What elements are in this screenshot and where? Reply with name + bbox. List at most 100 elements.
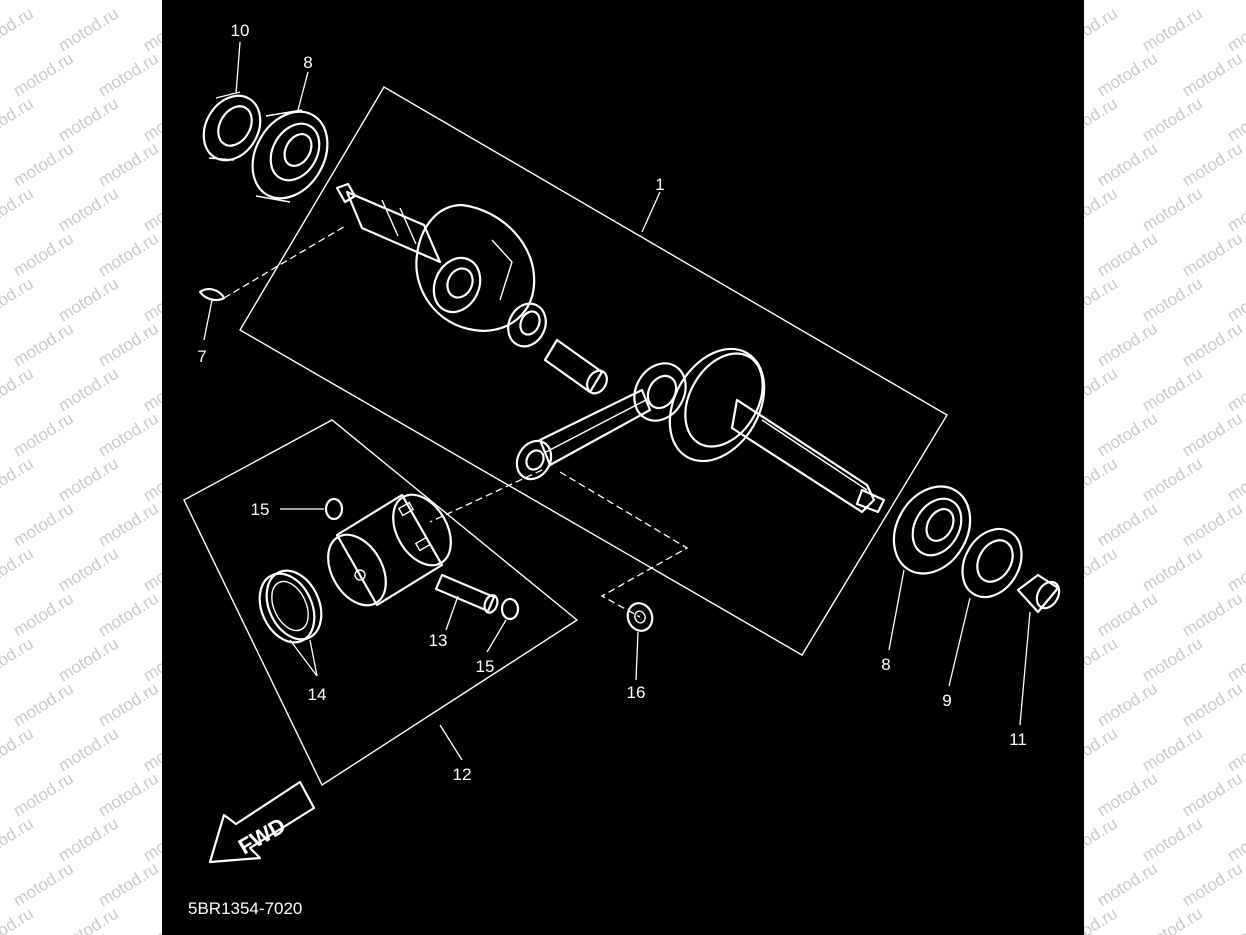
watermark-text: motod.ru	[139, 903, 162, 935]
watermark-text: motod.ru	[0, 543, 37, 596]
watermark-text: motod.ru	[1178, 48, 1246, 101]
callout-11: 11	[1009, 730, 1027, 749]
watermark-text: motod.ru	[1178, 678, 1246, 731]
watermark-text: motod.ru	[94, 498, 162, 551]
bearing-left	[251, 109, 329, 203]
watermark-text: motod.ru	[9, 48, 77, 101]
watermark-text: motod.ru	[1138, 903, 1206, 935]
crankpin-needle-bearing	[507, 302, 547, 348]
watermark-text: motod.ru	[0, 183, 37, 236]
watermark-text: motod.ru	[9, 768, 77, 821]
watermark-text: motod.ru	[1178, 408, 1246, 461]
callout-8-right: 8	[881, 655, 890, 674]
piston	[327, 493, 452, 607]
watermark-text: motod.ru	[1084, 903, 1121, 935]
forward-direction-arrow: FWD	[208, 780, 316, 864]
callout-9: 9	[942, 691, 951, 710]
oil-seal-right	[961, 527, 1023, 599]
piston-rings	[258, 569, 323, 644]
watermark-text: motod.ru	[0, 93, 37, 146]
watermark-text: motod.ru	[0, 633, 37, 686]
watermark-text: motod.ru	[1178, 318, 1246, 371]
watermark-text: motod.ru	[1178, 588, 1246, 641]
parts-diagram: FWD 10 8 1 7 15 14 13 15 16 8 9 11 12 5B…	[183, 21, 1061, 918]
watermark-text: motod.ru	[1093, 768, 1161, 821]
watermark-text: motod.ru	[9, 408, 77, 461]
watermark-text: motod.ru	[1093, 138, 1161, 191]
piston-pin-clip-upper	[324, 497, 344, 521]
watermark-text: motod.ru	[94, 588, 162, 641]
watermark-text: motod.ru	[9, 138, 77, 191]
watermark-text: motod.ru	[9, 498, 77, 551]
watermark-text: motod.ru	[1084, 93, 1121, 146]
connecting-rod	[515, 362, 687, 481]
woodruff-key	[198, 288, 226, 302]
watermark-text: motod.ru	[0, 813, 37, 866]
watermark-text: motod.ru	[94, 138, 162, 191]
callout-10: 10	[231, 21, 250, 40]
watermark-text: motod.ru	[1084, 813, 1121, 866]
crankshaft-group-outline	[239, 86, 948, 656]
callout-16: 16	[627, 683, 646, 702]
watermark-text: motod.ru	[1084, 183, 1121, 236]
collar	[1016, 573, 1061, 614]
watermark-text: motod.ru	[1093, 48, 1161, 101]
watermark-text: motod.ru	[1084, 363, 1121, 416]
watermark-text: motod.ru	[9, 678, 77, 731]
watermark-text: motod.ru	[1178, 858, 1246, 911]
watermark-text: motod.ru	[1093, 678, 1161, 731]
watermark-text: motod.ru	[0, 363, 37, 416]
watermark-text: motod.ru	[94, 678, 162, 731]
callout-1: 1	[655, 175, 664, 194]
piston-pin-clip-lower	[500, 597, 520, 621]
watermark-text: motod.ru	[1178, 498, 1246, 551]
crankshaft-right-half	[668, 347, 886, 514]
watermark-text: motod.ru	[0, 453, 37, 506]
watermark-text: motod.ru	[9, 588, 77, 641]
callout-8-left: 8	[303, 53, 312, 72]
watermark-text: motod.ru	[94, 318, 162, 371]
watermark-text: motod.ru	[1084, 723, 1121, 776]
callout-14: 14	[308, 685, 327, 704]
assembly-lines	[223, 224, 689, 618]
watermark-text: motod.ru	[94, 228, 162, 281]
callout-13: 13	[429, 631, 448, 650]
diagram-code: 5BR1354-7020	[188, 899, 302, 918]
callout-15-lower: 15	[476, 657, 495, 676]
watermark-text: motod.ru	[9, 318, 77, 371]
small-end-bearing	[626, 602, 654, 632]
watermark-text: motod.ru	[1093, 498, 1161, 551]
watermark-text: motod.ru	[9, 858, 77, 911]
watermark-text: motod.ru	[9, 228, 77, 281]
watermark-text: motod.ru	[1084, 3, 1121, 56]
piston-group-outline	[183, 419, 579, 787]
watermark-text: motod.ru	[94, 48, 162, 101]
watermark-text: motod.ru	[1178, 768, 1246, 821]
watermark-text: motod.ru	[1178, 228, 1246, 281]
watermark-text: motod.ru	[1093, 408, 1161, 461]
watermark-text: motod.ru	[0, 273, 37, 326]
watermark-text: motod.ru	[94, 408, 162, 461]
parts-diagram-panel: FWD 10 8 1 7 15 14 13 15 16 8 9 11 12 5B…	[162, 0, 1084, 935]
watermark-text: motod.ru	[1093, 588, 1161, 641]
watermark-text: motod.ru	[54, 903, 122, 935]
watermark-text: motod.ru	[94, 768, 162, 821]
watermark-text: motod.ru	[1093, 318, 1161, 371]
crank-pin	[543, 338, 608, 395]
watermark-text: motod.ru	[1223, 903, 1246, 935]
watermark-text: motod.ru	[1084, 543, 1121, 596]
crankshaft-left-half	[335, 182, 536, 332]
callout-7: 7	[197, 347, 206, 366]
watermark-text: motod.ru	[1084, 273, 1121, 326]
watermark-text: motod.ru	[1084, 453, 1121, 506]
leader-lines	[203, 41, 1031, 761]
watermark-text: motod.ru	[1093, 858, 1161, 911]
oil-seal-left	[202, 91, 262, 162]
watermark-text: motod.ru	[1093, 228, 1161, 281]
callout-12: 12	[453, 765, 472, 784]
watermark-text: motod.ru	[0, 903, 37, 935]
callout-15-upper: 15	[251, 500, 270, 519]
watermark-text: motod.ru	[0, 723, 37, 776]
bearing-right	[892, 485, 972, 575]
